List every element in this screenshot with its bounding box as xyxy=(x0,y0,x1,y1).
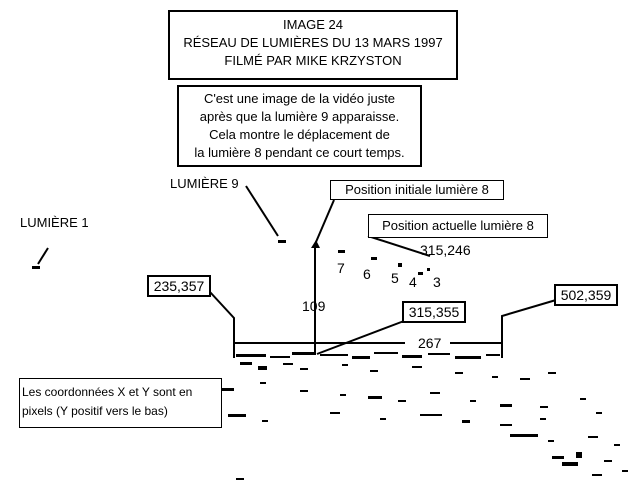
vertical-distance: 109 xyxy=(302,298,326,314)
light6-mark xyxy=(371,257,377,260)
ground-lights xyxy=(222,352,628,480)
initial-position-box: Position initiale lumière 8 xyxy=(330,180,504,200)
initial-ground-leader xyxy=(316,320,405,355)
left-end-coordinate-box: 235,357 xyxy=(147,275,211,297)
light9-leader xyxy=(245,185,279,237)
note-line-2: pixels (Y positif vers le bas) xyxy=(22,404,168,418)
initial-position-label: Position initiale lumière 8 xyxy=(345,182,489,197)
light4-mark xyxy=(418,272,423,275)
light5-mark xyxy=(398,263,402,267)
title-line-1: IMAGE 24 xyxy=(283,17,343,32)
current-position-box: Position actuelle lumière 8 xyxy=(368,214,548,238)
right-end-coordinate-box: 502,359 xyxy=(554,284,618,306)
current-position-label: Position actuelle lumière 8 xyxy=(382,218,534,233)
description-line-3: Cela montre le déplacement de xyxy=(209,127,390,142)
left-end-leader xyxy=(209,291,235,358)
light-number-5: 5 xyxy=(391,270,399,286)
light-number-4: 4 xyxy=(409,274,417,290)
description-line-2: après que la lumière 9 apparaisse. xyxy=(199,109,400,124)
right-end-leader xyxy=(501,299,557,358)
light1-label: LUMIÈRE 1 xyxy=(20,215,89,230)
current-position-leader xyxy=(367,235,431,257)
initial-coordinate: 315,355 xyxy=(408,304,460,320)
light1-mark xyxy=(32,266,40,269)
light9-mark xyxy=(278,240,286,243)
light-number-3: 3 xyxy=(433,274,441,290)
light8-current-mark xyxy=(311,240,320,248)
title-box: IMAGE 24 RÉSEAU DE LUMIÈRES DU 13 MARS 1… xyxy=(168,10,458,80)
left-end-coordinate: 235,357 xyxy=(153,278,205,294)
initial-coordinate-box: 315,355 xyxy=(402,301,466,323)
initial-position-leader xyxy=(315,199,335,243)
light-number-7: 7 xyxy=(337,260,345,276)
light1-leader xyxy=(37,247,49,265)
coordinate-note-box: Les coordonnées X et Y sont en pixels (Y… xyxy=(19,378,222,428)
description-box: C'est une image de la vidéo juste après … xyxy=(177,85,422,167)
light-number-6: 6 xyxy=(363,266,371,282)
title-line-3: FILMÉ PAR MIKE KRZYSTON xyxy=(224,53,402,68)
description-line-1: C'est une image de la vidéo juste xyxy=(203,91,396,106)
horizontal-distance: 267 xyxy=(418,335,442,351)
light7-mark xyxy=(338,250,345,253)
current-coordinate: 315,246 xyxy=(420,242,471,258)
description-line-4: la lumière 8 pendant ce court temps. xyxy=(194,145,405,160)
light3-mark xyxy=(427,268,430,271)
light9-label: LUMIÈRE 9 xyxy=(170,176,239,191)
title-line-2: RÉSEAU DE LUMIÈRES DU 13 MARS 1997 xyxy=(183,35,443,50)
note-line-1: Les coordonnées X et Y sont en xyxy=(22,385,193,399)
right-end-coordinate: 502,359 xyxy=(560,287,612,303)
